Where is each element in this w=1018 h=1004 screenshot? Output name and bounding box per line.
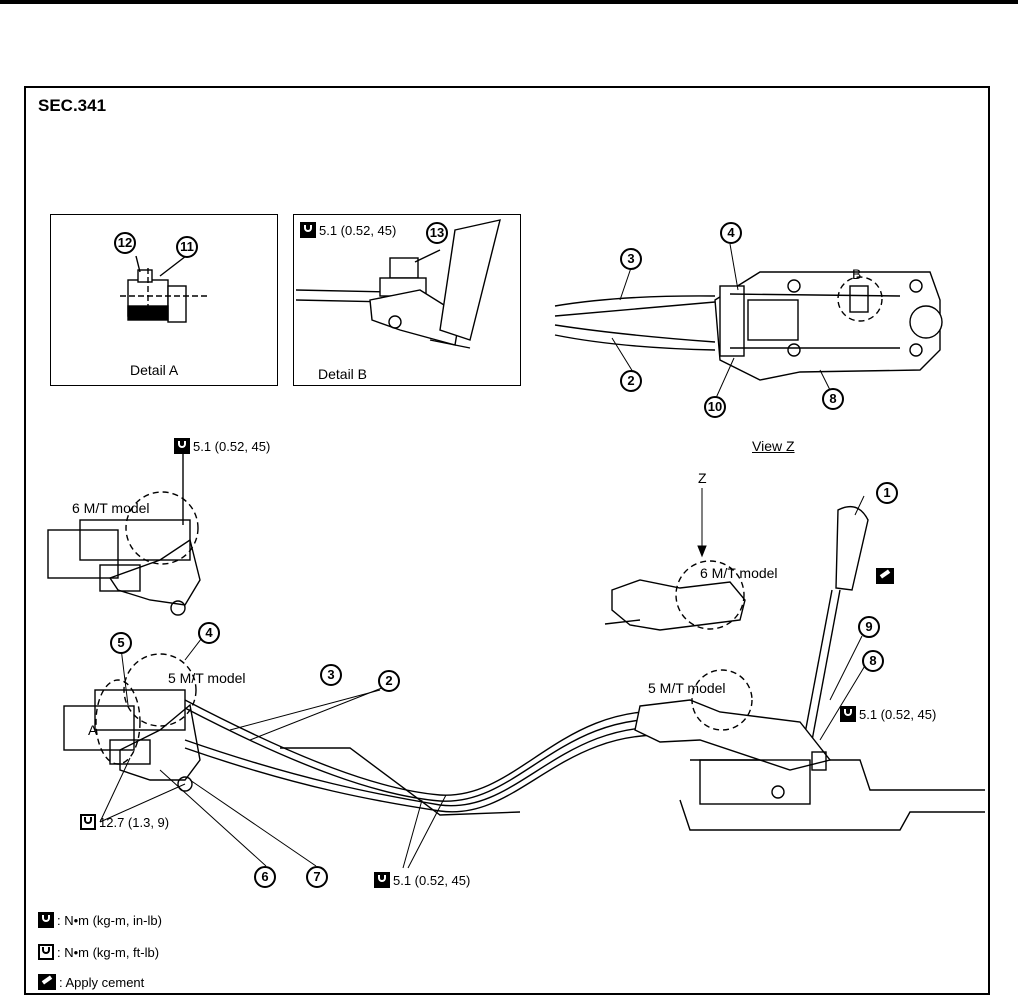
model-6mt-left-label: 6 M/T model xyxy=(72,500,150,516)
torque-inlb-icon xyxy=(300,222,316,238)
model-5mt-right-label: 5 M/T model xyxy=(648,680,726,696)
torque-upper-left: 5.1 (0.52, 45) xyxy=(174,438,270,454)
view-z-drawing xyxy=(554,271,943,381)
callout-7: 7 xyxy=(306,866,328,888)
upper-6mt-drawing xyxy=(47,452,201,616)
lower-5mt-drawing xyxy=(63,653,201,792)
detail-b-marker: B xyxy=(852,266,862,282)
callout-9: 9 xyxy=(858,616,880,638)
figure-frame xyxy=(24,86,990,995)
detail-a-marker: A xyxy=(88,722,98,738)
view-z-arrow-label: Z xyxy=(698,470,707,486)
leader-lines xyxy=(99,243,867,869)
detail-b-drawing xyxy=(295,219,501,349)
callout-4: 4 xyxy=(198,622,220,644)
legend-torque-inlb: : N•m (kg-m, in-lb) xyxy=(38,912,162,928)
view-z-caption: View Z xyxy=(752,438,795,454)
model-5mt-left-label: 5 M/T model xyxy=(168,670,246,686)
callout-1: 1 xyxy=(876,482,898,504)
torque-bottom: 5.1 (0.52, 45) xyxy=(374,872,470,888)
torque-right: 5.1 (0.52, 45) xyxy=(840,706,936,722)
legend-apply-cement: : Apply cement xyxy=(38,974,144,990)
detail-b-caption: Detail B xyxy=(318,366,368,382)
cement-marker xyxy=(876,568,897,584)
section-number: SEC.341 xyxy=(38,96,107,115)
callout-3-view-z: 3 xyxy=(620,248,642,270)
torque-detail-b: 5.1 (0.52, 45) xyxy=(300,222,396,238)
legend-torque-ftlb: : N•m (kg-m, ft-lb) xyxy=(38,944,159,960)
torque-left-ftlb: 12.7 (1.3, 9) xyxy=(80,814,169,830)
torque-inlb-icon xyxy=(38,912,54,928)
callout-3: 3 xyxy=(320,664,342,686)
callout-8-view-z: 8 xyxy=(822,388,844,410)
callout-2: 2 xyxy=(378,670,400,692)
callout-11: 11 xyxy=(176,236,198,258)
callout-2-view-z: 2 xyxy=(620,370,642,392)
apply-cement-icon xyxy=(38,974,56,990)
floor-outline xyxy=(280,747,985,831)
apply-cement-icon xyxy=(876,568,894,584)
torque-ftlb-icon xyxy=(38,944,54,960)
detail-a-drawing xyxy=(120,255,210,323)
torque-inlb-icon xyxy=(174,438,190,454)
6mt-shifter-drawing xyxy=(604,560,746,631)
detail-a-caption: Detail A xyxy=(130,362,179,378)
callout-12: 12 xyxy=(114,232,136,254)
torque-inlb-icon xyxy=(374,872,390,888)
top-rule xyxy=(0,0,1018,4)
shifter-assembly xyxy=(634,506,869,805)
callout-5: 5 xyxy=(110,632,132,654)
model-6mt-right-label: 6 M/T model xyxy=(700,565,778,581)
callout-13: 13 xyxy=(426,222,448,244)
callout-6: 6 xyxy=(254,866,276,888)
callout-10: 10 xyxy=(704,396,726,418)
torque-inlb-icon xyxy=(840,706,856,722)
callout-8: 8 xyxy=(862,650,884,672)
callout-4-view-z: 4 xyxy=(720,222,742,244)
shift-cables xyxy=(184,699,681,813)
torque-ftlb-icon xyxy=(80,814,96,830)
